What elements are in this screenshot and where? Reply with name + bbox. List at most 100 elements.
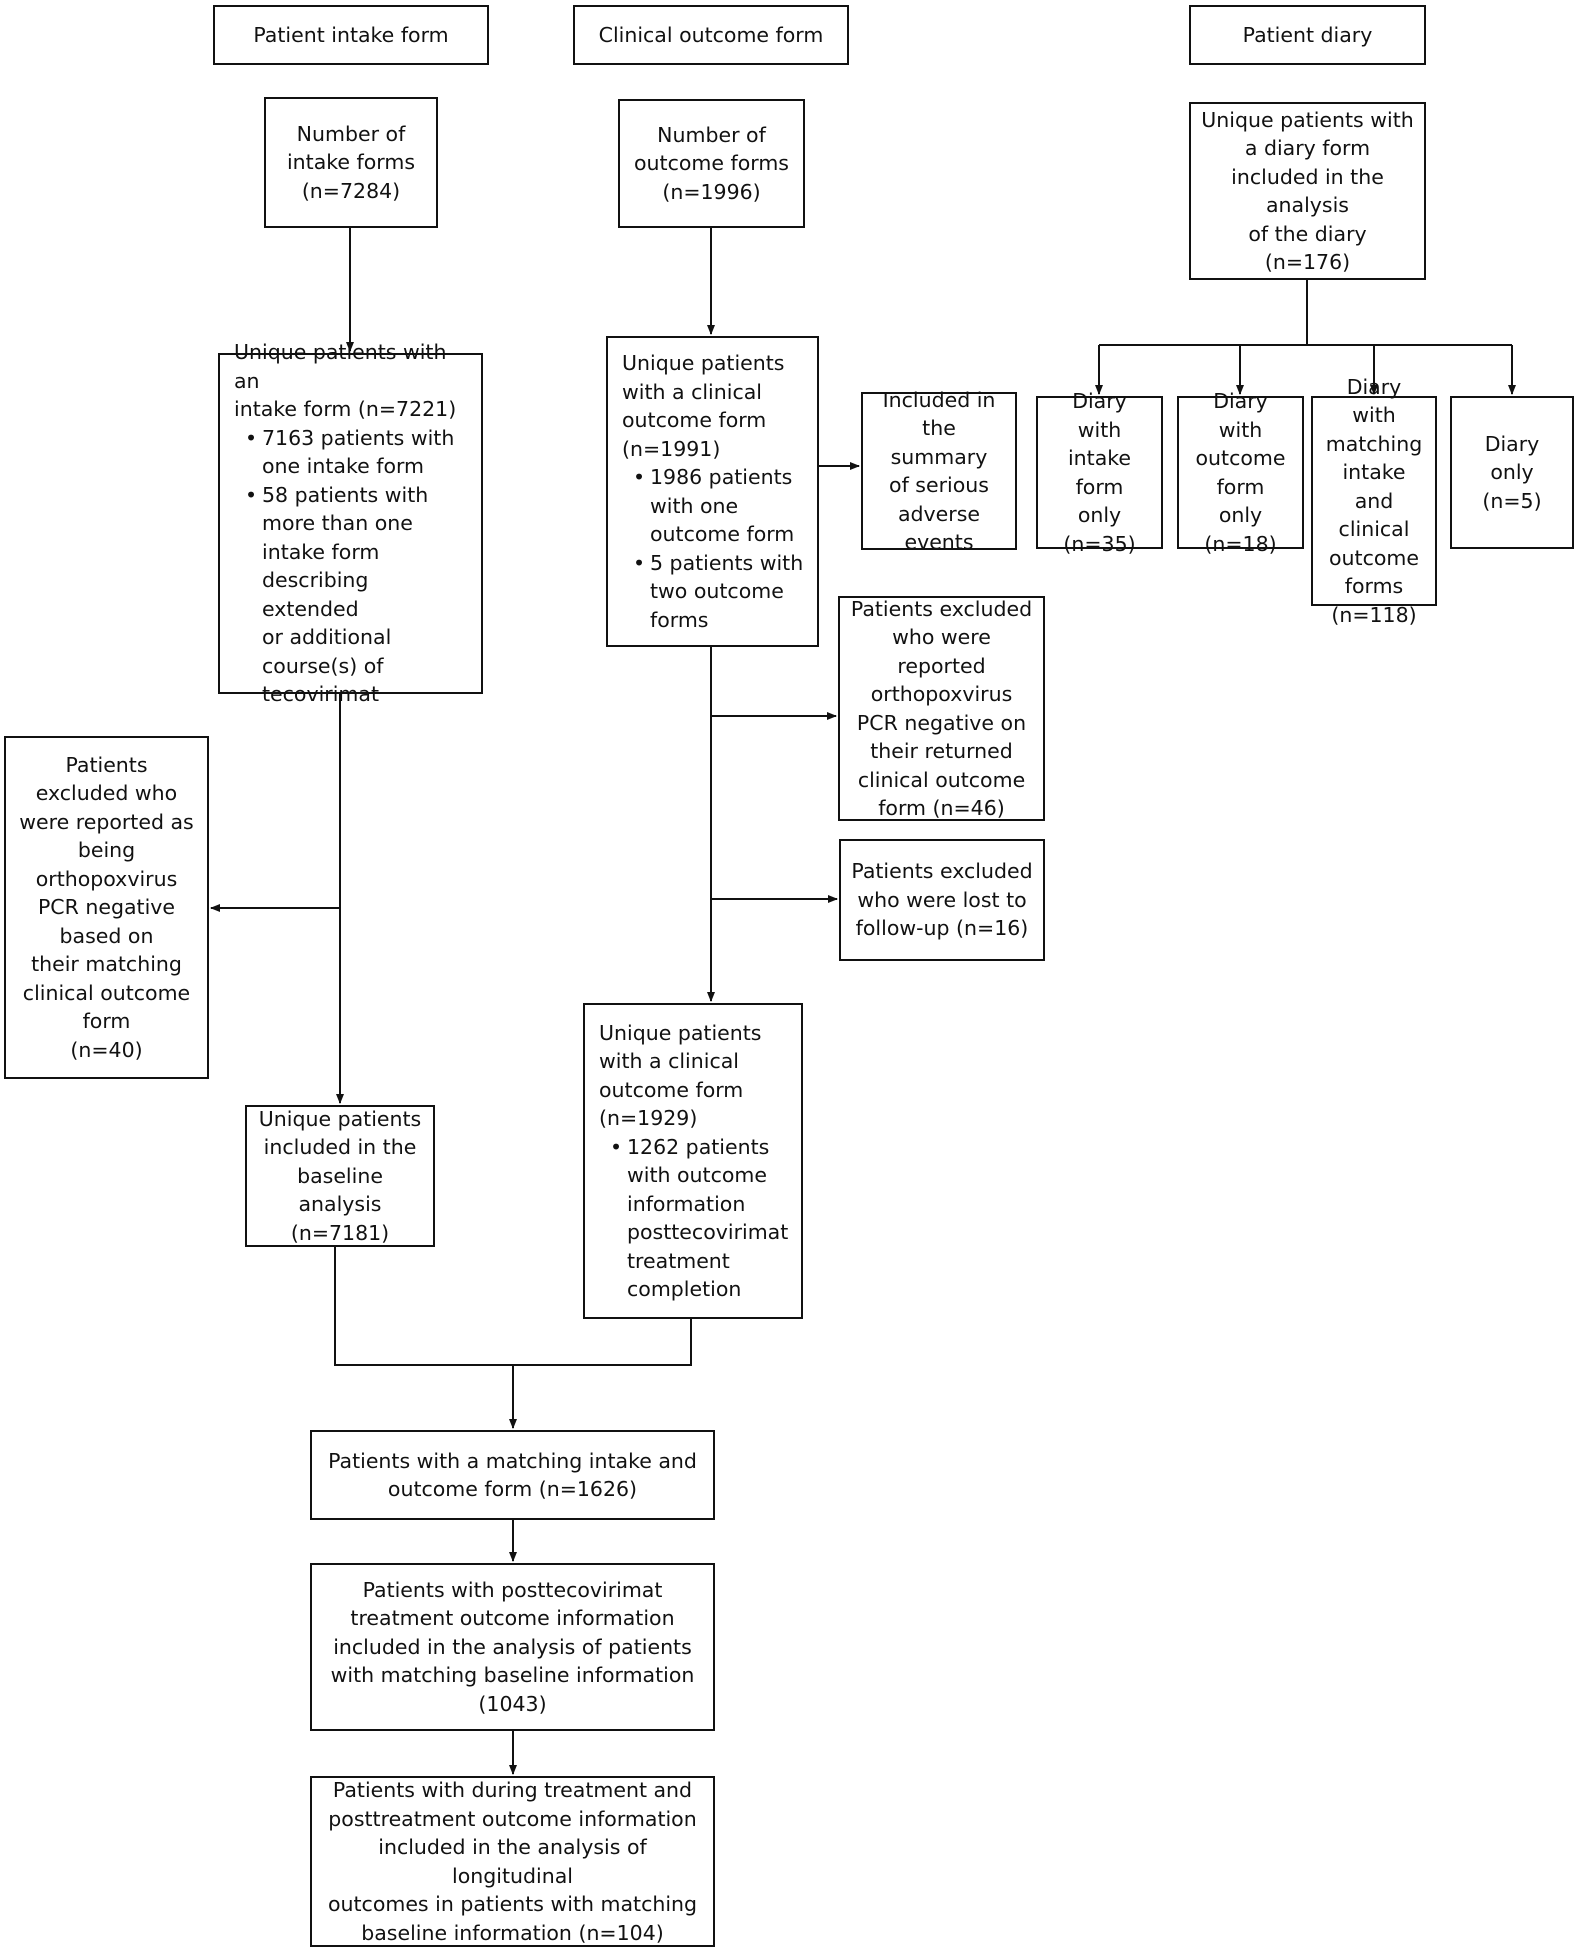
box-text-line: clinical outcome (857, 767, 1026, 792)
box-text-line: of the diary (1248, 221, 1367, 246)
box-excluded-lost: Patients excluded who were lost to follow-… (839, 839, 1045, 961)
box-text-line: Number of (296, 121, 406, 146)
bullet-list: 7163 patients with one intake form 58 pati… (234, 424, 471, 709)
box-text-line: who were lost to (857, 887, 1027, 912)
box-post-treatment: Patients with posttecovirimat treatment o… (310, 1563, 715, 1731)
box-text-line: Patients excluded (850, 596, 1033, 621)
box-text-line: Patients with a matching intake and (328, 1448, 697, 1473)
bullet-item-line: completion (627, 1277, 742, 1301)
box-text-line: (n=5) (1482, 488, 1542, 513)
box-text-line: Diary with (1072, 389, 1127, 442)
bullet-item-line: one intake form (262, 454, 425, 479)
bullet-item-line: with one (650, 493, 739, 518)
box-text-line: the summary (890, 416, 988, 469)
box-heading-line: with a clinical (622, 379, 762, 404)
bullet-item-line: 58 patients with (262, 482, 429, 507)
box-text: Patients excluded who were lost to follow-… (851, 857, 1032, 943)
bullet-item-line: or additional (262, 625, 392, 650)
bullet-item-line: 1986 patients (650, 465, 793, 489)
box-excluded-pcr-outcome: Patients excluded who were reported orthop… (838, 596, 1045, 821)
box-text: Patients with during treatment and posttr… (322, 1776, 703, 1947)
box-text-line: (n=176) (1264, 250, 1351, 274)
box-text-line: Diary (1484, 431, 1540, 456)
box-heading-line: (n=1929) (599, 1106, 698, 1130)
box-text-line: outcome (1329, 545, 1419, 570)
box-text-line: (1043) (478, 1691, 547, 1716)
box-text-line: included in the analysis (1231, 164, 1384, 218)
box-text-line: Patients excluded (851, 859, 1033, 884)
bullet-item-line: tecovirimat (262, 682, 379, 707)
box-text-line: matching (1325, 431, 1423, 456)
box-text-line: Number of (657, 122, 766, 147)
box-text-line: outcome form (n=1626) (387, 1477, 638, 1501)
box-text-line: posttreatment outcome information (328, 1806, 697, 1831)
box-text-line: (n=1996) (662, 179, 761, 204)
box-text-line: orthopoxvirus (870, 682, 1013, 706)
bullet-item-line: treatment (627, 1248, 730, 1273)
box-text-line: form (1216, 474, 1265, 499)
box-text: Patients excluded who were reported orthop… (850, 595, 1033, 823)
box-text-line: Diary with (1213, 389, 1268, 442)
box-text-line: form (82, 1009, 131, 1034)
box-text-line: adverse (897, 501, 981, 526)
box-text-line: form (n=46) (878, 796, 1005, 820)
box-heading-line: Unique patients (622, 351, 785, 375)
bullet-item-line: information (627, 1191, 746, 1216)
bullet-item-line: outcome form (650, 522, 795, 546)
box-heading-line: intake form (n=7221) (234, 397, 457, 422)
header-intake-text: Patient intake form (253, 22, 449, 47)
box-outcome-1929: Unique patients with a clinical outcome fo… (583, 1003, 803, 1319)
box-matching: Patients with a matching intake and outco… (310, 1430, 715, 1520)
box-heading-line: with a clinical (599, 1049, 739, 1073)
bullet-item-line: forms (650, 607, 709, 632)
header-diary-text: Patient diary (1242, 22, 1373, 47)
box-text: Diary only (n=5) (1482, 430, 1541, 516)
box-heading-line: (n=1991) (622, 436, 721, 461)
bullet-item-line: two outcome (650, 579, 784, 603)
box-text-line: only (1077, 503, 1122, 527)
bullet-item-line: course(s) of (262, 653, 384, 678)
box-text-line: treatment outcome information (350, 1606, 675, 1631)
box-text-line: follow-up (n=16) (855, 916, 1029, 941)
box-text-line: who were reported (892, 625, 991, 678)
bullet-item-line: 7163 patients with (262, 425, 455, 450)
box-heading-line: Unique patients (599, 1020, 762, 1045)
box-text-line: only (1490, 460, 1534, 485)
box-text-line: (n=7181) (290, 1220, 390, 1245)
box-diary-only: Diary only (n=5) (1450, 396, 1574, 549)
box-text-line: a diary form (1244, 136, 1371, 160)
box-text-line: (n=7284) (301, 178, 401, 203)
box-text-line: (n=118) (1331, 602, 1417, 627)
box-text-line: Patients with during treatment and (332, 1778, 693, 1802)
box-heading: Unique patients with a clinical outcome fo… (599, 1019, 761, 1133)
box-text-line: being (77, 838, 136, 863)
box-text-line: clinical outcome (22, 980, 191, 1005)
box-text-line: Patients with posttecovirimat (362, 1577, 663, 1602)
box-text-line: PCR negative on (856, 710, 1027, 735)
box-heading-line: outcome form (599, 1077, 744, 1102)
bullet-item-line: describing extended (262, 568, 369, 621)
header-diary: Patient diary (1189, 5, 1426, 65)
box-text-line: PCR negative (37, 895, 176, 920)
box-text-line: outcome (1195, 446, 1286, 470)
box-text-line: Included in (882, 387, 996, 412)
box-text-line: baseline information (n=104) (361, 1920, 664, 1945)
box-text-line: their matching (31, 952, 182, 977)
box-text-line: baseline analysis (297, 1163, 383, 1217)
